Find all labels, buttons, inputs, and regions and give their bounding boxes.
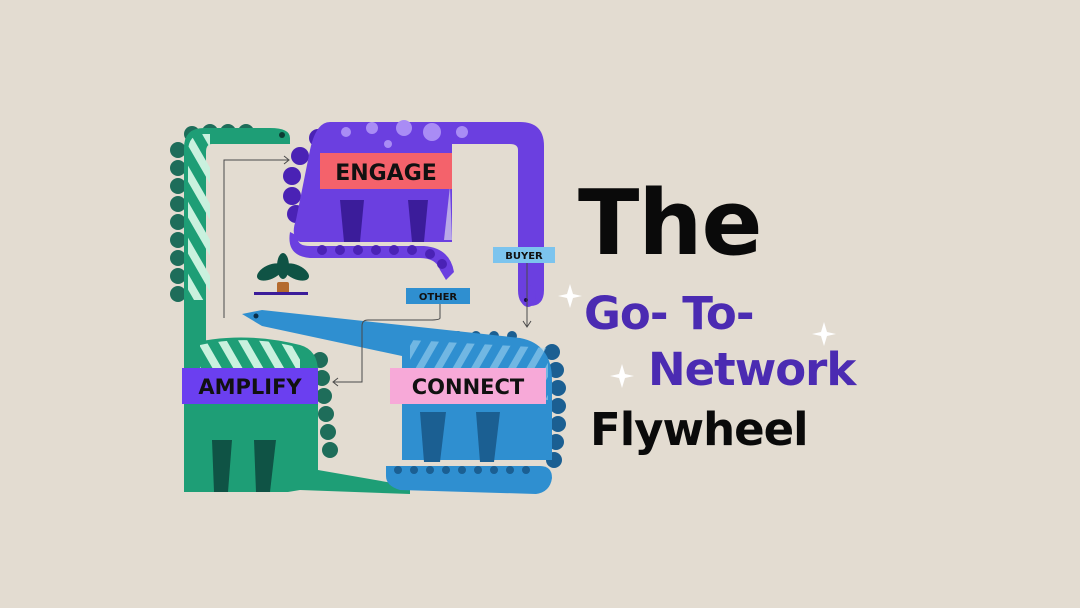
amplify-label: AMPLIFY xyxy=(182,368,318,404)
other-label: OTHER xyxy=(406,288,470,304)
connect-label: CONNECT xyxy=(390,368,546,404)
amplify-label-text: AMPLIFY xyxy=(198,375,302,399)
heading-go-to: Go- To- xyxy=(584,287,755,340)
sparkle-icon xyxy=(558,284,836,388)
flow-arrows xyxy=(223,155,532,387)
buyer-label: BUYER xyxy=(493,247,555,263)
engage-label-text: ENGAGE xyxy=(335,161,437,186)
buyer-label-text: BUYER xyxy=(505,251,543,262)
heading-the: The xyxy=(578,171,763,276)
purple-dinosaur xyxy=(283,120,544,307)
heading-network: Network xyxy=(648,343,856,396)
heading-flywheel: Flywheel xyxy=(590,403,809,456)
connect-label-text: CONNECT xyxy=(412,375,525,399)
plant-icon xyxy=(254,253,310,295)
engage-label: ENGAGE xyxy=(320,153,452,189)
other-label-text: OTHER xyxy=(419,292,458,303)
